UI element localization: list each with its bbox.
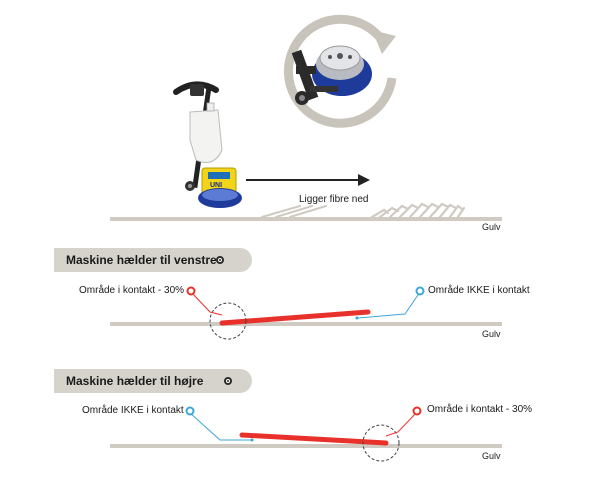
- left-contact-label: Område i kontakt - 30%: [79, 285, 185, 296]
- rotation-icon: [283, 14, 397, 128]
- right-tilt-pad: [239, 432, 389, 446]
- arrow-label: Ligger fibre ned: [299, 194, 369, 205]
- right-tilt-header-text: Maskine hælder til højre: [66, 374, 204, 388]
- left-no-contact-label: Område IKKE i kontakt: [428, 285, 530, 296]
- left-no-contact-marker: [415, 286, 425, 296]
- left-floor-label: Gulv: [482, 329, 501, 339]
- right-no-contact-point: [250, 438, 254, 442]
- left-contact-zone: [209, 302, 247, 340]
- top-floor-label: Gulv: [482, 222, 501, 232]
- floor-machine-image: UNI: [173, 81, 242, 208]
- right-tilt-floor: [110, 444, 502, 448]
- left-no-contact-point: [355, 316, 359, 320]
- machine-brand-text: UNI: [210, 182, 222, 189]
- right-contact-marker: [412, 406, 422, 416]
- left-contact-leader: [190, 291, 223, 316]
- right-contact-label: Område i kontakt - 30%: [427, 404, 533, 415]
- right-floor-label: Gulv: [482, 451, 501, 461]
- top-floor: [110, 217, 502, 221]
- right-no-contact-label: Område IKKE i kontakt: [82, 405, 184, 416]
- direction-arrow: [246, 174, 370, 186]
- right-contact-leader: [385, 411, 418, 437]
- left-contact-marker: [186, 286, 196, 296]
- left-no-contact-leader: [357, 291, 421, 319]
- right-no-contact-marker: [185, 406, 195, 416]
- left-tilt-header-dot-icon: [216, 256, 224, 264]
- machine-closeup-image: [291, 45, 372, 105]
- right-contact-zone: [362, 424, 400, 462]
- right-no-contact-leader: [189, 412, 252, 441]
- right-tilt-header-dot-icon: [224, 377, 232, 385]
- left-tilt-header-text: Maskine hælder til venstre: [66, 253, 217, 267]
- right-tilt-header: Maskine hælder til højre: [54, 369, 252, 393]
- left-tilt-pad: [219, 309, 371, 326]
- left-tilt-floor: [110, 322, 502, 326]
- floor-fibres: [260, 202, 466, 219]
